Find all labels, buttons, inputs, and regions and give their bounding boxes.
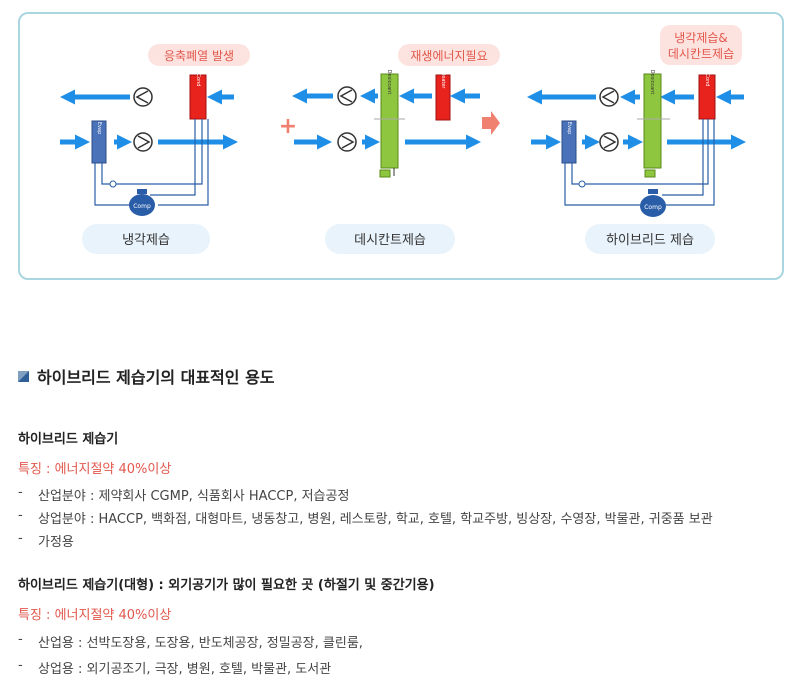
tag-label-line2: 데시칸트제습 bbox=[668, 47, 734, 61]
tag-label: 응축폐열 발생 bbox=[164, 49, 234, 63]
fan-icon bbox=[599, 87, 619, 107]
rotor-motor-icon bbox=[379, 169, 391, 178]
fan-icon bbox=[599, 132, 619, 152]
refrigerant-pipe bbox=[94, 119, 209, 206]
list-item: - 상업용 : 외기공조기, 극장, 병원, 호텔, 박물관, 도서관 bbox=[18, 658, 331, 677]
group-heading: 하이브리드 제습기(대형) : 외기공기가 많이 필요한 곳 (하절기 및 중간… bbox=[18, 578, 435, 593]
evaporator-label: Evap bbox=[566, 122, 572, 134]
list-item: - 가정용 bbox=[18, 531, 74, 550]
list-item: - 산업용 : 선박도장용, 도장용, 반도체공장, 정밀공장, 클린룸, bbox=[18, 632, 363, 651]
expansion-valve-icon bbox=[109, 180, 117, 188]
tag-label-line1: 냉각제습& bbox=[674, 31, 728, 45]
dehumidification-diagram: 응축폐열 발생 Cond Evap bbox=[60, 25, 746, 254]
tag-bubble bbox=[660, 25, 742, 65]
heater-label: Heater bbox=[440, 72, 446, 90]
compressor-top bbox=[648, 189, 658, 194]
desiccant-rotor bbox=[643, 73, 662, 169]
section-title-text: 하이브리드 제습기의 대표적인 용도 bbox=[37, 368, 275, 387]
compressor-top bbox=[137, 189, 147, 194]
tag-label: 재생에너지필요 bbox=[410, 49, 487, 63]
group-heading: 하이브리드 제습기 bbox=[18, 432, 119, 447]
list-item: - 산업분야 : 제약회사 CGMP, 식품회사 HACCP, 저습공정 bbox=[18, 485, 349, 504]
caption-label: 냉각제습 bbox=[122, 233, 170, 248]
condenser-block bbox=[698, 74, 716, 120]
expansion-valve-icon bbox=[578, 180, 586, 188]
refrigerant-pipe bbox=[564, 119, 715, 206]
plus-operator: + bbox=[279, 114, 297, 139]
result-arrow-icon bbox=[482, 111, 500, 135]
heater-block bbox=[435, 74, 451, 121]
compressor-label: Comp bbox=[644, 204, 662, 211]
compressor-icon bbox=[129, 194, 155, 216]
fan-icon bbox=[133, 132, 153, 152]
evaporator-block bbox=[91, 120, 107, 164]
compressor-icon bbox=[640, 195, 666, 217]
caption-label: 데시칸트제습 bbox=[354, 233, 426, 248]
desiccant-label: Desiccant bbox=[386, 70, 392, 95]
list-item-text: 상업분야 : HACCP, 백화점, 대형마트, 냉동창고, 병원, 레스토랑,… bbox=[38, 512, 713, 527]
rotor-motor-icon bbox=[644, 169, 656, 178]
list-item-text: 가정용 bbox=[38, 535, 74, 550]
caption-bubble bbox=[585, 224, 715, 254]
fan-icon bbox=[337, 86, 357, 106]
dash-bullet: - bbox=[18, 508, 23, 523]
hybrid-dehumidification-panel: 냉각제습& 데시칸트제습 Evap Desiccant Cond bbox=[527, 25, 746, 254]
evaporator-label: Evap bbox=[96, 122, 102, 134]
dash-bullet: - bbox=[18, 632, 23, 647]
dash-bullet: - bbox=[18, 485, 23, 500]
condenser-block bbox=[189, 74, 207, 120]
fan-icon bbox=[133, 87, 153, 107]
tag-bubble bbox=[148, 44, 250, 66]
list-item-text: 산업용 : 선박도장용, 도장용, 반도체공장, 정밀공장, 클린룸, bbox=[38, 636, 363, 651]
square-bullet-icon bbox=[18, 370, 29, 382]
group-feature: 특징 : 에너지절약 40%이상 bbox=[18, 608, 172, 623]
desiccant-dehumidification-panel: 재생에너지필요 Desiccant Heater 데시칸트제습 bbox=[292, 44, 500, 254]
condenser-label: Cond bbox=[704, 74, 710, 87]
desiccant-label: Desiccant bbox=[649, 70, 655, 95]
desiccant-rotor bbox=[380, 73, 399, 169]
condenser-label: Cond bbox=[195, 74, 201, 87]
list-item-text: 상업용 : 외기공조기, 극장, 병원, 호텔, 박물관, 도서관 bbox=[38, 662, 332, 677]
caption-label: 하이브리드 제습 bbox=[606, 233, 694, 248]
group-feature: 특징 : 에너지절약 40%이상 bbox=[18, 462, 172, 477]
compressor-label: Comp bbox=[133, 203, 151, 210]
caption-bubble bbox=[325, 224, 455, 254]
caption-bubble bbox=[82, 224, 210, 254]
fan-icon bbox=[337, 132, 357, 152]
dash-bullet: - bbox=[18, 658, 23, 673]
evaporator-block bbox=[561, 120, 577, 164]
cooling-dehumidification-panel: 응축폐열 발생 Cond Evap bbox=[60, 44, 250, 254]
list-item-text: 산업분야 : 제약회사 CGMP, 식품회사 HACCP, 저습공정 bbox=[38, 489, 350, 504]
tag-bubble bbox=[398, 44, 500, 66]
dash-bullet: - bbox=[18, 531, 23, 546]
list-item: - 상업분야 : HACCP, 백화점, 대형마트, 냉동창고, 병원, 레스토… bbox=[18, 508, 713, 527]
section-title: 하이브리드 제습기의 대표적인 용도 bbox=[18, 364, 275, 388]
